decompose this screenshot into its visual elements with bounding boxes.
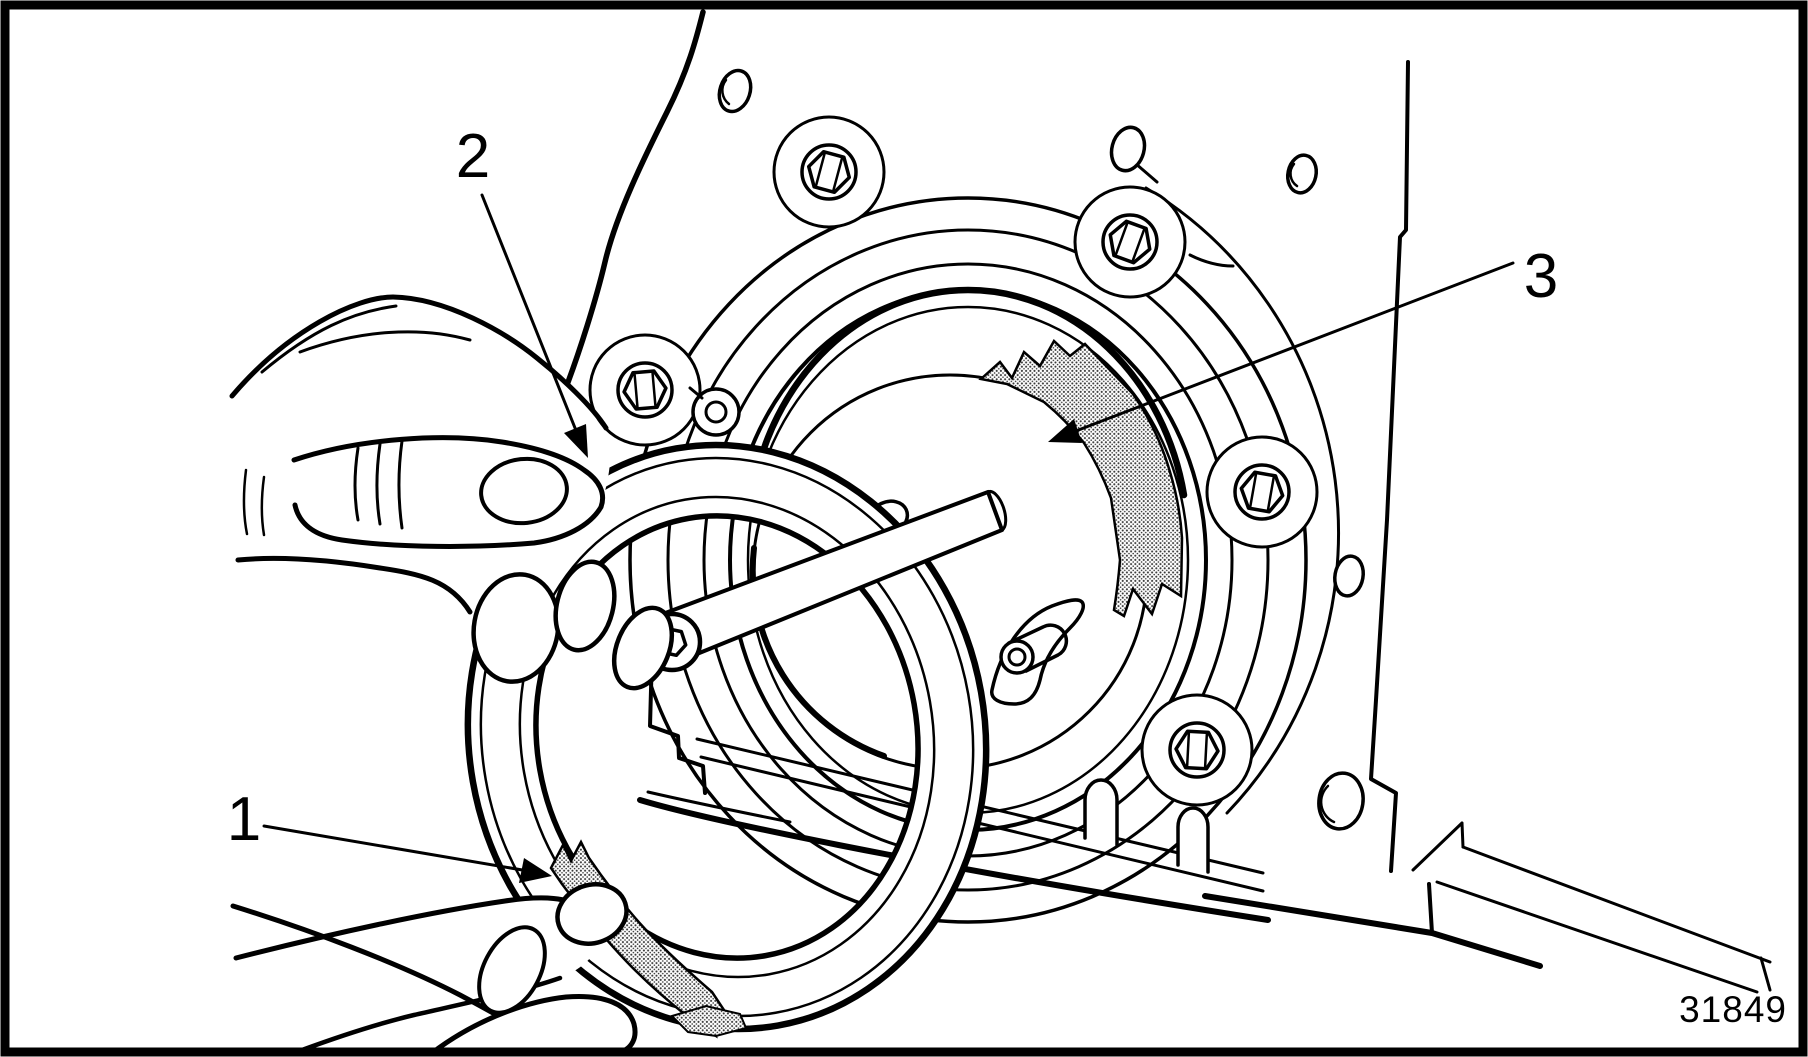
rear-seal-ring bbox=[464, 441, 990, 1033]
hex-bolt bbox=[1140, 693, 1254, 807]
callout-1-label: 1 bbox=[227, 785, 261, 854]
arrowhead bbox=[564, 424, 588, 458]
fingernail bbox=[477, 925, 547, 1015]
callout-3: 3 bbox=[1048, 242, 1558, 443]
part-number: 31849 bbox=[1679, 989, 1787, 1030]
callout-1: 1 bbox=[227, 785, 552, 883]
hex-bolt bbox=[588, 333, 702, 447]
hex-bolt bbox=[1073, 185, 1187, 299]
seal-carrier-tab bbox=[990, 598, 1085, 706]
hex-bolt bbox=[1205, 435, 1319, 549]
engine-block bbox=[537, 9, 1410, 873]
callout-2: 2 bbox=[456, 122, 588, 458]
callouts: 2 1 3 bbox=[227, 122, 1558, 883]
block-holes bbox=[717, 68, 1365, 831]
callout-3-label: 3 bbox=[1524, 242, 1558, 311]
bore-edge bbox=[748, 286, 1188, 499]
thumb bbox=[291, 435, 606, 549]
fingertip bbox=[555, 882, 629, 946]
finger bbox=[429, 993, 638, 1056]
hex-bolt bbox=[772, 115, 886, 229]
block-foot bbox=[1202, 821, 1772, 994]
seal-housing bbox=[588, 115, 1319, 924]
stud-washer bbox=[688, 386, 741, 437]
finger bbox=[553, 559, 617, 653]
arrowhead bbox=[1048, 419, 1082, 443]
callout-2-label: 2 bbox=[456, 122, 490, 191]
upper-hand bbox=[229, 294, 675, 691]
finger bbox=[611, 605, 675, 691]
housing-bolts bbox=[588, 115, 1319, 807]
lower-hand bbox=[230, 882, 638, 1056]
arrowhead bbox=[519, 858, 552, 883]
thumbnail bbox=[479, 456, 569, 526]
